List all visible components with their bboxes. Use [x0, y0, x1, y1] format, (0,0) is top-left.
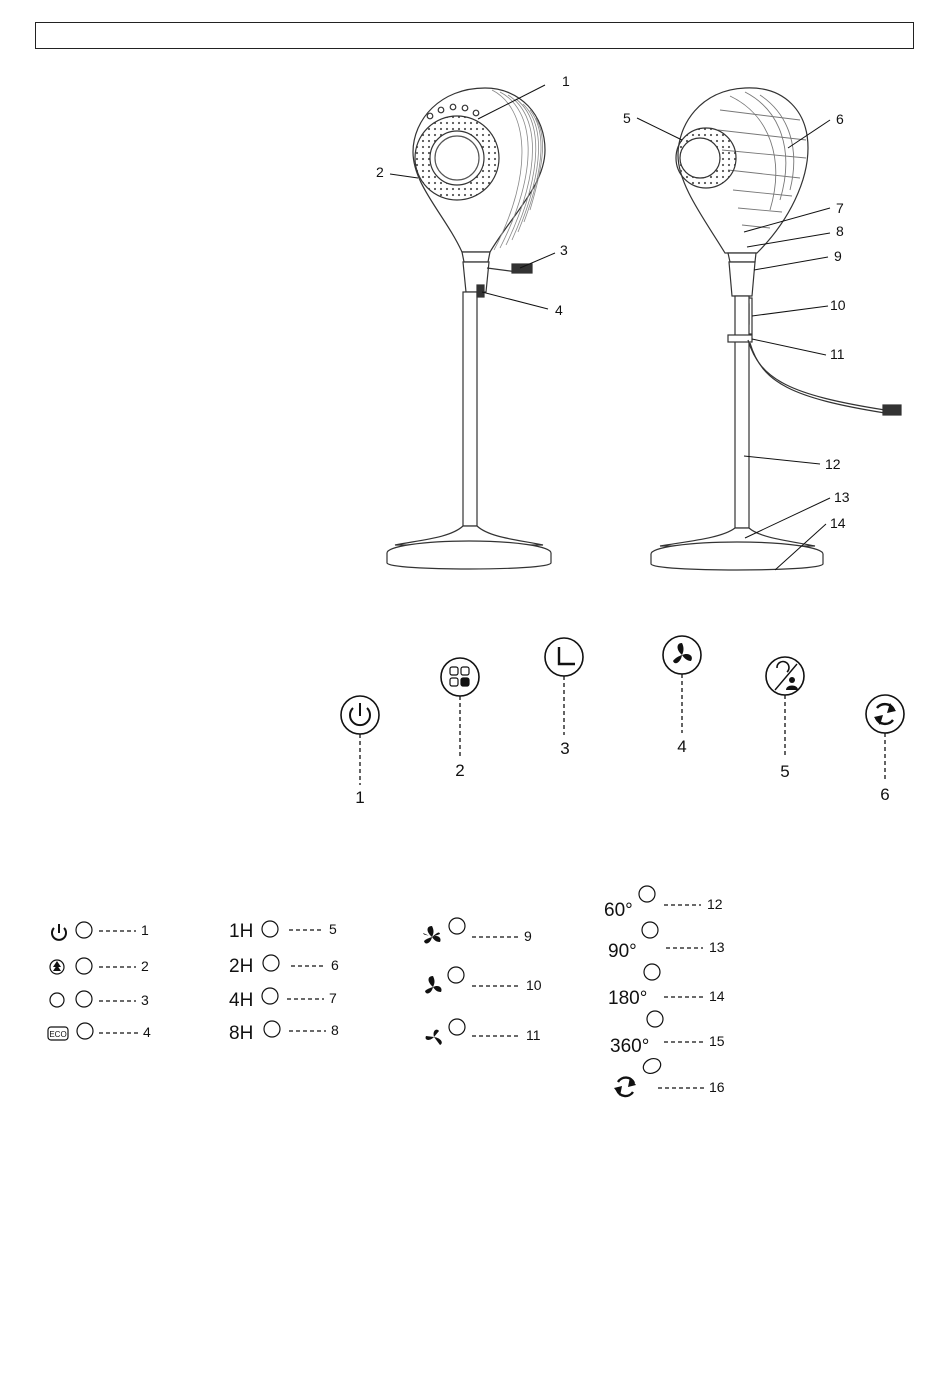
angle-label: 180° [608, 988, 647, 1009]
indicator-number: 11 [526, 1027, 541, 1043]
button-number: 1 [355, 788, 364, 807]
indicator-number: 5 [329, 921, 337, 937]
indicator-group-speeds: 9 10 11 [423, 918, 542, 1045]
indicator-group-timers: 1H 2H 4H 8H 5 6 7 8 [229, 921, 339, 1044]
button-number: 3 [560, 739, 569, 758]
tilt-icon [766, 657, 804, 695]
indicator-number: 3 [141, 992, 149, 1008]
rotate-icon [614, 1077, 636, 1096]
button-number: 4 [677, 737, 686, 756]
callout-label: 8 [836, 223, 844, 239]
timer-label: 2H [229, 956, 253, 977]
indicator-number: 6 [331, 957, 339, 973]
callout-label: 6 [836, 111, 844, 127]
indicator-number: 7 [329, 990, 337, 1006]
indicator-number: 2 [141, 958, 149, 974]
power-icon [341, 696, 379, 734]
angle-label: 360° [610, 1036, 649, 1057]
callout-label: 5 [623, 110, 631, 126]
fan-high-icon [423, 926, 441, 944]
timer-label: 4H [229, 990, 253, 1011]
indicator-number: 15 [709, 1033, 725, 1049]
fan-back-view [651, 88, 901, 570]
button-number-labels: 1 2 3 4 5 6 [355, 737, 889, 807]
timer-label: 8H [229, 1023, 253, 1044]
button-leader-lines [360, 674, 885, 785]
indicator-number: 8 [331, 1022, 339, 1038]
indicator-number: 4 [143, 1024, 151, 1040]
callout-label: 10 [830, 297, 846, 313]
callout-label: 2 [376, 164, 384, 180]
eco-icon [48, 1027, 68, 1040]
timer-label: 1H [229, 921, 253, 942]
fan-medium-icon [425, 976, 442, 994]
callout-label: 4 [555, 302, 563, 318]
rotate-icon [866, 695, 904, 733]
indicator-number: 12 [707, 896, 723, 912]
indicator-number: 14 [709, 988, 725, 1004]
callout-label: 7 [836, 200, 844, 216]
indicator-number: 9 [524, 928, 532, 944]
indicator-number: 16 [709, 1079, 725, 1095]
mode-icon [441, 658, 479, 696]
eco-label: ECO [49, 1030, 66, 1039]
fan-speed-icon [663, 636, 701, 674]
callout-label: 9 [834, 248, 842, 264]
timer-icon [545, 638, 583, 676]
button-number: 6 [880, 785, 889, 804]
indicator-number: 13 [709, 939, 725, 955]
callout-label: 1 [562, 73, 570, 89]
callout-label: 11 [830, 346, 845, 362]
callout-label: 12 [825, 456, 841, 472]
button-number: 2 [455, 761, 464, 780]
fan-diagram: 1 2 3 4 5 6 7 8 9 10 11 12 13 14 [0, 0, 950, 600]
button-number: 5 [780, 762, 789, 781]
callout-label: 13 [834, 489, 850, 505]
indicator-number: 10 [526, 977, 542, 993]
natural-wind-icon [50, 960, 64, 974]
angle-label: 60° [604, 900, 633, 921]
fan-low-icon [426, 1030, 442, 1045]
indicator-number: 1 [141, 922, 149, 938]
fan-front-view [387, 88, 551, 569]
sleep-icon [50, 993, 64, 1007]
callout-label: 14 [830, 515, 846, 531]
angle-label: 90° [608, 941, 637, 962]
indicator-group-angles: 60° 90° 180° 360° 12 13 14 [604, 886, 725, 1096]
callout-label: 3 [560, 242, 568, 258]
indicator-group-modes: ECO 1 2 3 4 [48, 922, 151, 1040]
